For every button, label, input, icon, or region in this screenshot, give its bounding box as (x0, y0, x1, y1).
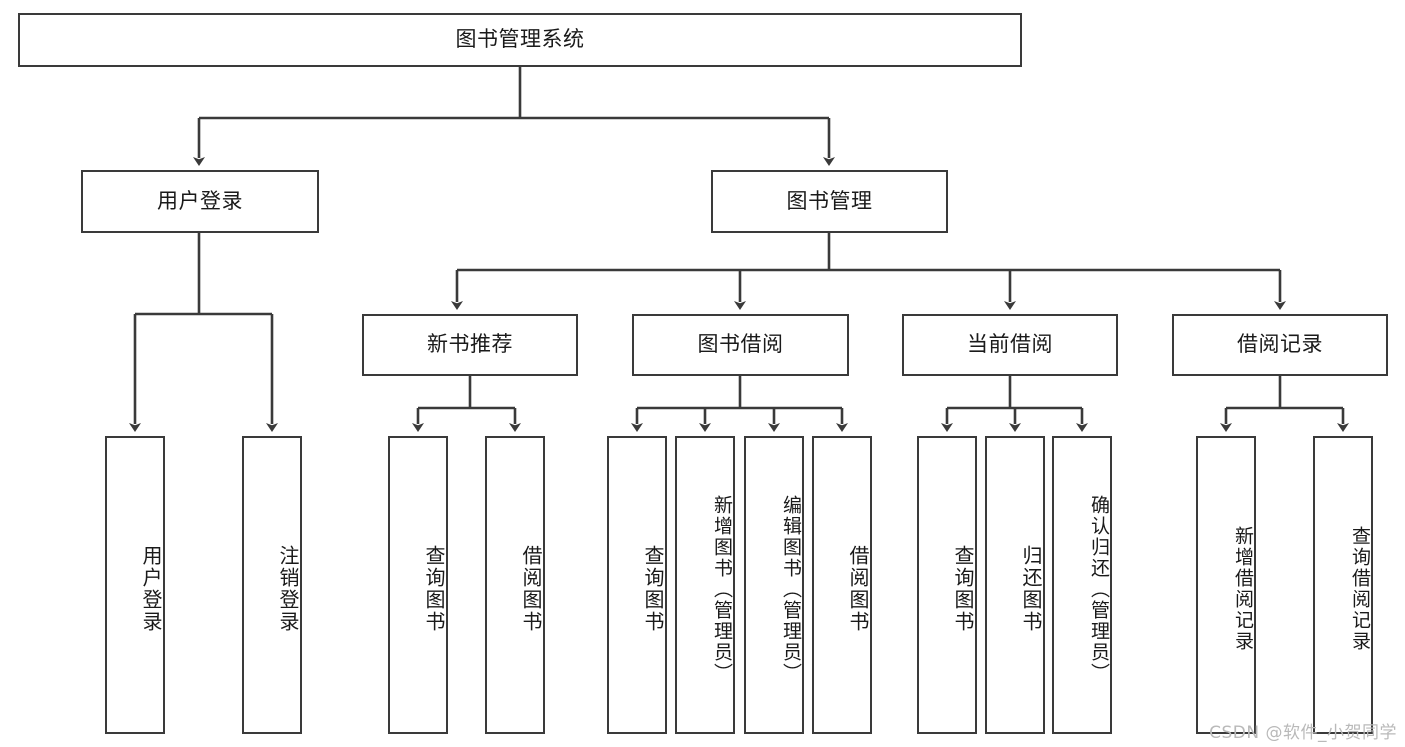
leaf-borrow-book-borrow[interactable]: 借阅图书 (812, 436, 872, 734)
node-book-borrow[interactable]: 图书借阅 (632, 314, 849, 376)
leaf-logout-login[interactable]: 注销登录 (242, 436, 302, 734)
leaf-query-borrow-record[interactable]: 查询借阅记录 (1313, 436, 1373, 734)
leaf-borrow-book-recommend[interactable]: 借阅图书 (485, 436, 545, 734)
csdn-watermark: CSDN @软件_小贺同学 (1209, 723, 1397, 743)
leaf-return-book[interactable]: 归还图书 (985, 436, 1045, 734)
node-current-borrow[interactable]: 当前借阅 (902, 314, 1118, 376)
leaf-query-book-recommend[interactable]: 查询图书 (388, 436, 448, 734)
leaf-query-book-borrow[interactable]: 查询图书 (607, 436, 667, 734)
leaf-user-login[interactable]: 用户登录 (105, 436, 165, 734)
leaf-add-borrow-record[interactable]: 新增借阅记录 (1196, 436, 1256, 734)
leaf-query-book-current[interactable]: 查询图书 (917, 436, 977, 734)
node-book-management[interactable]: 图书管理 (711, 170, 948, 233)
node-borrow-record[interactable]: 借阅记录 (1172, 314, 1388, 376)
node-root[interactable]: 图书管理系统 (18, 13, 1022, 67)
leaf-add-book-admin[interactable]: 新增图书（管理员） (675, 436, 735, 734)
leaf-confirm-return-admin[interactable]: 确认归还（管理员） (1052, 436, 1112, 734)
leaf-edit-book-admin[interactable]: 编辑图书（管理员） (744, 436, 804, 734)
node-new-book-recommend[interactable]: 新书推荐 (362, 314, 578, 376)
node-user-login[interactable]: 用户登录 (81, 170, 319, 233)
